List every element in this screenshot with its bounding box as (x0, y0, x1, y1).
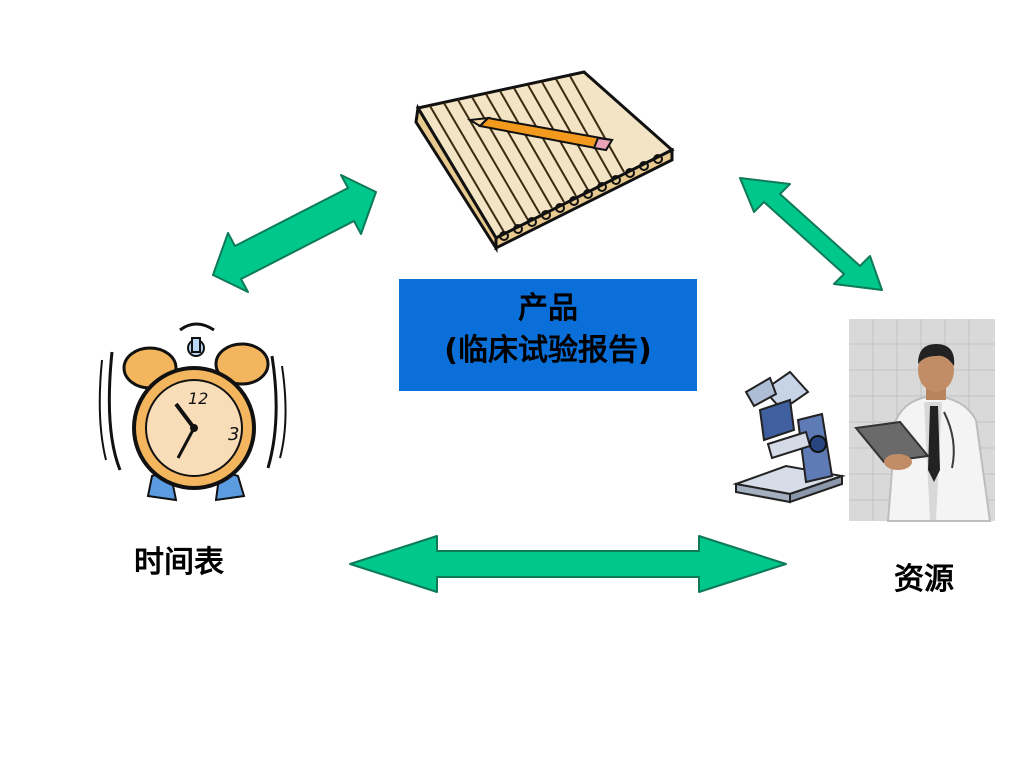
product-subtitle: (临床试验报告) (444, 333, 652, 368)
alarm-clock-icon: 12 3 (98, 322, 287, 502)
doctor-photo (849, 319, 995, 522)
resources-label: 资源 (894, 562, 954, 597)
schedule-label: 时间表 (134, 545, 224, 580)
product-title: 产品 (518, 291, 578, 326)
arrow-product-resources (739, 177, 883, 291)
svg-text:12: 12 (188, 389, 208, 408)
product-box: 产品 (临床试验报告) (399, 279, 697, 391)
arrow-schedule-resources (349, 535, 787, 593)
arrow-product-schedule (212, 174, 377, 293)
microscope-icon (732, 370, 846, 504)
product-box-background (399, 279, 697, 391)
notepad-pencil-icon (414, 70, 675, 254)
svg-text:3: 3 (228, 424, 239, 445)
